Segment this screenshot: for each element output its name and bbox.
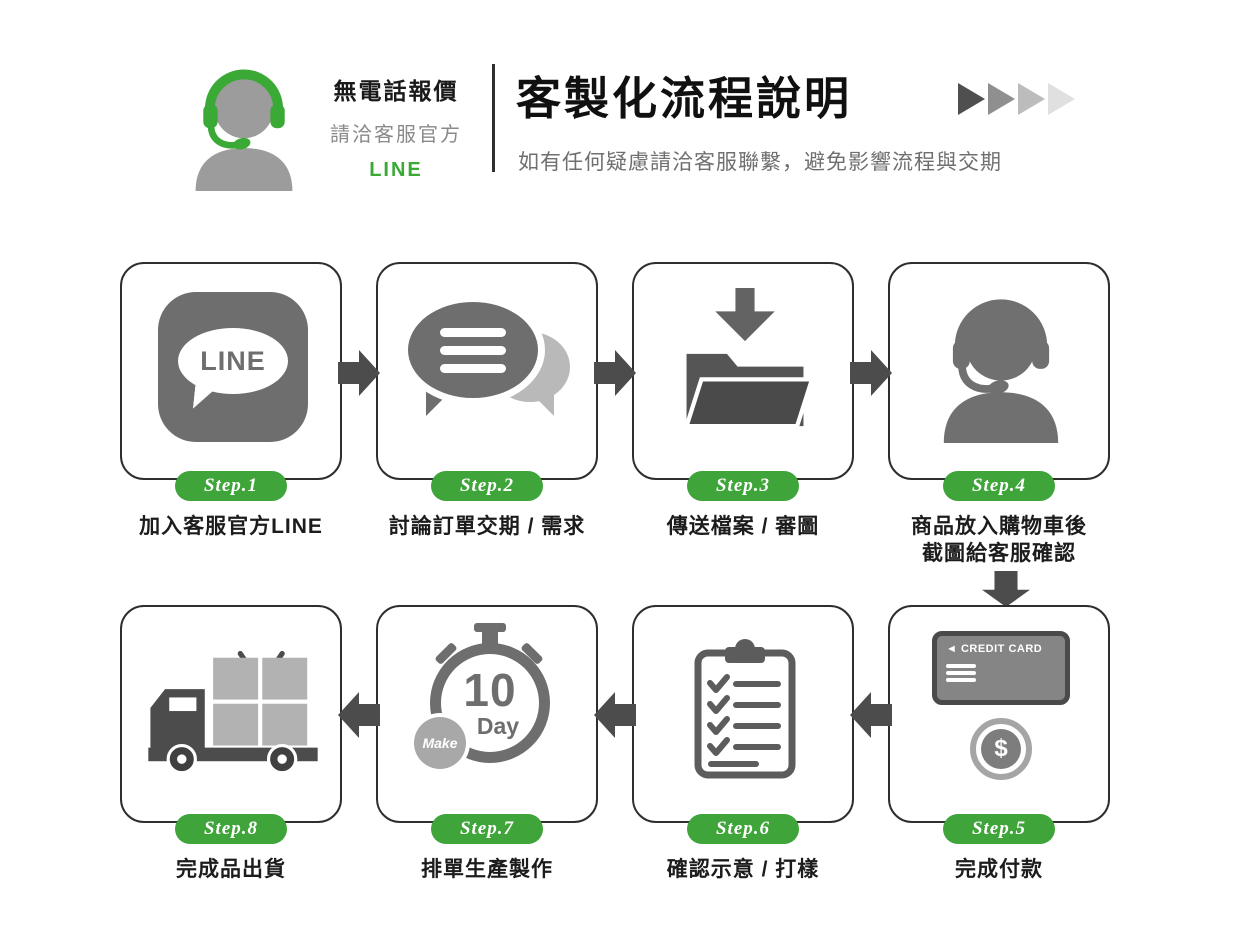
header-note: 無電話報價 請洽客服官方 LINE <box>308 72 484 182</box>
line-app-icon: LINE <box>158 292 308 442</box>
bubble-tail <box>193 385 217 411</box>
chevron-icon <box>1048 83 1075 115</box>
step-5-card: ◄ CREDIT CARD $ <box>888 605 1110 823</box>
flow-arrow-right-icon <box>338 350 380 396</box>
make-tag: Make <box>414 717 466 769</box>
folder-upload-icon <box>683 288 815 429</box>
chevron-icon <box>1018 83 1045 115</box>
flow-arrow-left-icon <box>594 692 636 738</box>
step-3-label: 傳送檔案 / 審圖 <box>666 515 820 538</box>
credit-card-icon: ◄ CREDIT CARD <box>932 631 1070 705</box>
step-2-label: 討論訂單交期 / 需求 <box>388 515 586 538</box>
line-logo-text: LINE <box>200 345 266 376</box>
card-stripes <box>946 664 976 682</box>
bubble-tail <box>532 394 554 416</box>
step-6-label: 確認示意 / 打樣 <box>666 858 820 881</box>
line-brand-text: LINE <box>369 159 423 181</box>
chevron-icon <box>988 83 1015 115</box>
headset-person-icon <box>943 299 1059 443</box>
days-count-text: 10 <box>463 663 517 716</box>
step-1-badge: Step.1 <box>175 471 287 501</box>
stopwatch-icon: 10 Day Make <box>414 623 564 787</box>
step-4-label-line2: 截圖給客服確認 <box>922 542 1076 565</box>
step-2-badge: Step.2 <box>431 471 543 501</box>
step-1-label: 加入客服官方LINE <box>139 515 323 538</box>
header-divider <box>492 64 495 172</box>
contact-service-text: 請洽客服官方 <box>330 124 462 146</box>
flow-arrow-left-icon <box>338 692 380 738</box>
flow-arrow-down-icon <box>982 571 1030 607</box>
days-unit-text: Day <box>476 712 520 739</box>
no-phone-quote-text: 無電話報價 <box>333 78 459 104</box>
line-speech-bubble: LINE <box>178 328 288 394</box>
step-4-badge: Step.4 <box>943 471 1055 501</box>
step-5-badge: Step.5 <box>943 814 1055 844</box>
text-line <box>440 345 506 355</box>
chat-bubble-front <box>408 302 538 398</box>
flow-arrow-right-icon <box>850 350 892 396</box>
chat-bubbles-icon <box>408 302 570 434</box>
stopwatch-stem <box>482 631 498 645</box>
text-line <box>440 327 506 337</box>
step-3-badge: Step.3 <box>687 471 799 501</box>
stopwatch-button <box>474 623 506 632</box>
step-1-card: LINE <box>120 262 342 480</box>
step-2-card <box>376 262 598 480</box>
page-subtitle: 如有任何疑慮請洽客服聯繫，避免影響流程與交期 <box>518 151 1002 174</box>
forward-chevrons-icon <box>958 83 1075 115</box>
delivery-truck-icon <box>148 650 318 775</box>
chevron-icon <box>958 83 985 115</box>
step-5-label: 完成付款 <box>955 858 1043 881</box>
step-7-card: 10 Day Make <box>376 605 598 823</box>
headset-person-icon <box>195 69 293 191</box>
step-8-card <box>120 605 342 823</box>
page-title: 客製化流程說明 <box>516 74 853 124</box>
step-8-label: 完成品出貨 <box>176 858 286 881</box>
step-6-card <box>632 605 854 823</box>
flow-arrow-right-icon <box>594 350 636 396</box>
step-7-badge: Step.7 <box>431 814 543 844</box>
flow-arrow-left-icon <box>850 692 892 738</box>
credit-card-coin-icon: ◄ CREDIT CARD $ <box>890 631 1112 780</box>
dollar-coin-icon: $ <box>970 718 1032 780</box>
step-6-badge: Step.6 <box>687 814 799 844</box>
checklist-clipboard-icon <box>694 639 796 779</box>
step-4-label: 商品放入購物車後 截圖給客服確認 <box>869 513 1129 567</box>
step-8-badge: Step.8 <box>175 814 287 844</box>
step-4-label-line1: 商品放入購物車後 <box>911 515 1087 538</box>
step-7-label: 排單生產製作 <box>421 858 553 881</box>
step-3-card <box>632 262 854 480</box>
dollar-sign: $ <box>981 729 1021 769</box>
credit-card-text: ◄ CREDIT CARD <box>946 643 1043 655</box>
step-4-card <box>888 262 1110 480</box>
text-line <box>440 363 506 373</box>
